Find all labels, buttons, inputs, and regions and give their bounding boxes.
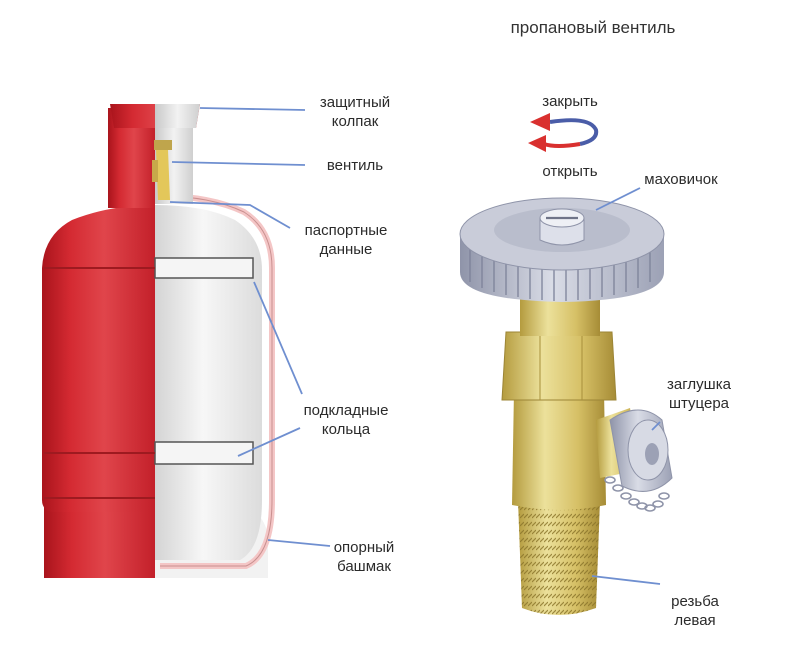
label-fitting-plug-line1: заглушка <box>667 376 731 393</box>
valve-stem-lower <box>512 390 606 510</box>
label-close: закрыть <box>542 93 598 110</box>
label-passport-data-line2: данные <box>319 241 373 258</box>
label-protective-cap-line2: колпак <box>331 113 379 130</box>
cylinder-body-red <box>42 205 155 512</box>
label-protective-cap: защитный колпак <box>308 93 402 131</box>
valve-hex-nut <box>501 331 617 401</box>
rotation-arrows-icon <box>528 113 599 152</box>
label-left-thread-line2: левая <box>674 612 716 629</box>
fitting-plug <box>604 409 673 512</box>
cylinder-body-white <box>155 205 262 560</box>
label-support-rings-line2: кольца <box>321 421 371 438</box>
label-fitting-plug: заглушка штуцера <box>652 375 746 413</box>
label-passport-data: паспортные данные <box>290 221 402 259</box>
cylinder-leader-lines <box>169 107 331 547</box>
label-valve: вентиль <box>326 157 384 174</box>
label-support-shoe-line1: опорный <box>333 539 395 556</box>
label-support-shoe-line2: башмак <box>337 558 391 575</box>
label-handwheel: маховичок <box>644 171 718 188</box>
label-left-thread-line1: резьба <box>671 593 719 610</box>
label-protective-cap-line1: защитный <box>319 94 391 111</box>
label-left-thread: резьба левая <box>650 592 740 630</box>
label-open: открыть <box>542 163 598 180</box>
label-support-rings-line1: подкладные <box>303 402 389 419</box>
handwheel <box>459 197 665 302</box>
propane-valve <box>459 197 673 615</box>
label-passport-data-line1: паспортные <box>304 222 388 239</box>
label-support-rings: подкладные кольца <box>290 401 402 439</box>
valve-title: пропановый вентиль <box>510 18 676 37</box>
label-support-shoe: опорный башмак <box>322 538 406 576</box>
label-fitting-plug-line2: штуцера <box>668 395 730 412</box>
gas-cylinder <box>42 104 275 578</box>
support-rings <box>44 257 254 465</box>
valve-leader-lines <box>591 187 661 585</box>
cylinder-valve-icon <box>154 140 172 150</box>
